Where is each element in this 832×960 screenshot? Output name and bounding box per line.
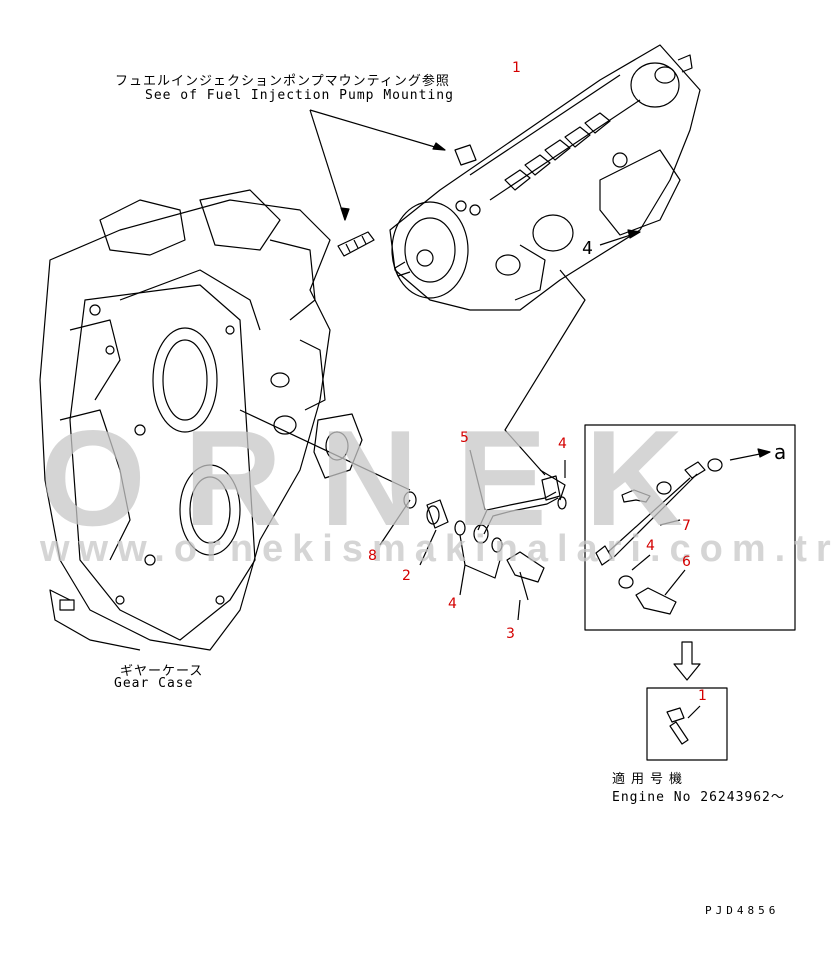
engine-no: Engine No 26243962～ [612, 790, 785, 805]
view-ref-number: 4 [582, 238, 594, 259]
connector-part-2 [419, 499, 449, 566]
callout-a: a [774, 440, 787, 464]
part-number-1: 1 [512, 60, 521, 76]
part-number-3: 3 [506, 626, 515, 642]
bolt-part-3 [506, 551, 545, 621]
part-number-8: 8 [368, 548, 377, 564]
reference-leader-lines [309, 109, 446, 221]
view-ref-arrow [599, 229, 641, 246]
down-arrow [673, 641, 701, 681]
fuel-injection-pump-drawing [389, 44, 701, 311]
part-number-1-engine: 1 [698, 688, 707, 704]
watermark-brand: ORNEK [40, 402, 722, 554]
part-number-5: 5 [460, 430, 469, 446]
variant-box [584, 424, 796, 631]
fuel-pump-ref-jp: フュエルインジェクションポンプマウンティング参照 [115, 74, 450, 89]
gear-case-jp: ギヤーケース [120, 664, 204, 679]
pump-to-pipe-leader [504, 269, 586, 476]
applicable-jp: 適用号機 [612, 772, 689, 787]
drawing-code: PJD4856 [705, 904, 780, 917]
gear-case-drawing [39, 189, 411, 651]
part-number-2: 2 [402, 568, 411, 584]
part-number-4-box: 4 [646, 538, 655, 554]
engine-no-inset [646, 687, 728, 761]
watermark-url: www.ornekismakinalari.com.tr [40, 528, 832, 570]
gear-case-en: Gear Case [114, 676, 194, 691]
fuel-pump-ref-en: See of Fuel Injection Pump Mounting [145, 88, 454, 103]
stud-bolt-drawing [337, 231, 375, 257]
part-number-4-upper: 4 [558, 436, 567, 452]
plug-part-8 [379, 491, 417, 546]
part-number-6: 6 [682, 554, 691, 570]
part-number-4-lower: 4 [448, 596, 457, 612]
part-number-7: 7 [682, 518, 691, 534]
pipe-part-5 [454, 449, 567, 596]
gasket-drawing [313, 413, 363, 479]
